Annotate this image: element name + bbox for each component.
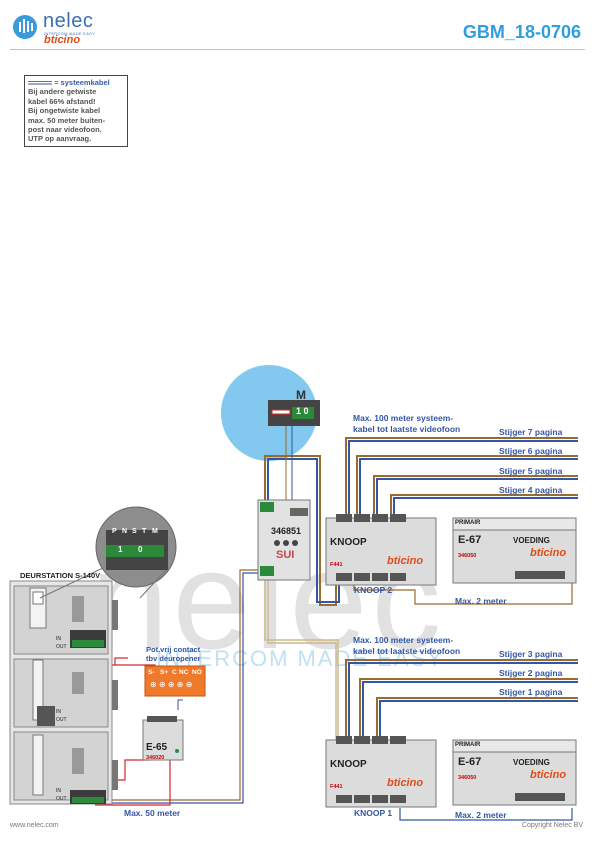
note-line: kabel 66% afstand! — [28, 96, 96, 106]
svg-text:IN: IN — [56, 788, 61, 794]
dip-label: S — [132, 528, 137, 535]
relay-terminal-label: S+ — [160, 669, 169, 676]
document-id: GBM_18-0706 — [462, 22, 581, 42]
dip-label: N — [122, 528, 128, 535]
knoop-1-brand: bticino — [387, 777, 424, 789]
voeding-2-primair: PRIMAIR — [455, 520, 481, 526]
knoop-2-label: KNOOP 2 — [354, 585, 393, 595]
relay-terminal-label: NO — [192, 669, 202, 676]
voeding-2-title: VOEDING — [513, 536, 550, 545]
stijger-1-label: Stijger 1 pagina — [499, 687, 563, 697]
max100-bottom-line2: kabel tot laatste videofoon — [353, 645, 461, 656]
max100-top-label: Max. 100 meter systeem- kabel tot laatst… — [353, 413, 460, 434]
door-station: IN OUT IN OUT IN OUT — [9, 580, 118, 805]
max2-bottom-label: Max. 2 meter — [455, 810, 507, 820]
svg-text:OUT: OUT — [56, 717, 67, 723]
e65-model: E-65 — [146, 742, 168, 753]
voeding-1-code: 346050 — [458, 775, 477, 781]
dip-label: P — [112, 528, 117, 535]
door-station-label: DEURSTATION S-140V — [20, 571, 101, 580]
max100-bottom-line1: Max. 100 meter systeem- — [353, 635, 454, 645]
dip-switch-zoom — [39, 506, 177, 599]
max2-top-label: Max. 2 meter — [455, 596, 507, 606]
relay-screws: ⊕ ⊕ ⊕ ⊕ ⊕ — [150, 680, 193, 689]
max100-top-line1: Max. 100 meter systeem- — [353, 413, 454, 423]
cable-legend-icon — [28, 81, 52, 85]
logo-brand: bticino — [44, 34, 81, 46]
cable-note: = systeemkabel Bij andere getwiste kabel… — [24, 75, 128, 147]
company-logo: nelec INTERCOM MADE EASY bticino — [12, 10, 102, 46]
note-line: post naar videofoon. — [28, 124, 102, 134]
stijger-6-label: Stijger 6 pagina — [499, 446, 563, 456]
voeding-1-title: VOEDING — [513, 758, 550, 767]
relay-contact — [144, 665, 206, 697]
svg-text:IN: IN — [56, 709, 61, 715]
voeding-1-model: E-67 — [458, 756, 482, 768]
relay-note: Pot.vrij contact tbv deuropener — [146, 645, 201, 663]
knoop-1-label: KNOOP 1 — [354, 808, 393, 818]
system-cables — [37, 425, 578, 821]
knoop-2-code: F441 — [330, 562, 343, 568]
footer-copyright: Copyright Nelec BV — [521, 822, 583, 829]
voeding-1-primair: PRIMAIR — [455, 742, 481, 748]
voeding-1-brand: bticino — [530, 769, 567, 781]
stijger-5-label: Stijger 5 pagina — [499, 466, 563, 476]
e65-code: 346020 — [146, 755, 165, 761]
sui-code: 346851 — [271, 526, 302, 536]
knoop-2-brand: bticino — [387, 555, 424, 567]
max50-label: Max. 50 meter — [124, 808, 181, 818]
note-line: Bij ongetwiste kabel — [28, 106, 101, 116]
header-rule — [10, 49, 585, 50]
footer-website: www.nelec.com — [10, 822, 59, 829]
note-line: UTP op aanvraag. — [28, 134, 92, 144]
voeding-2-device — [452, 517, 577, 584]
stijger-4-label: Stijger 4 pagina — [499, 485, 563, 495]
note-legend: = systeemkabel — [28, 78, 124, 87]
switch-m: M — [296, 388, 306, 402]
dip-label: T — [142, 528, 147, 535]
dip-value: 1 — [118, 545, 123, 554]
svg-text:OUT: OUT — [56, 796, 67, 802]
switch-zoom — [268, 400, 320, 426]
relay-note-line2: tbv deuropener — [146, 654, 201, 663]
logo-mark-icon — [13, 15, 37, 39]
stijger-7-label: Stijger 7 pagina — [499, 427, 563, 437]
e65-device — [142, 716, 184, 761]
max100-top-line2: kabel tot laatste videofoon — [353, 423, 461, 434]
knoop-1-device — [325, 736, 437, 808]
svg-text:IN: IN — [56, 636, 61, 642]
stijger-3-label: Stijger 3 pagina — [499, 649, 563, 659]
voeding-2-brand: bticino — [530, 547, 567, 559]
relay-note-line1: Pot.vrij contact — [146, 645, 201, 654]
knoop-2-device — [325, 514, 437, 586]
sui-device — [257, 499, 311, 581]
voeding-1-device — [452, 739, 577, 806]
knoop-1-code: F441 — [330, 784, 343, 790]
logo-name: nelec — [43, 10, 94, 32]
note-line: Bij andere getwiste — [28, 87, 97, 97]
stijger-2-label: Stijger 2 pagina — [499, 668, 563, 678]
knoop-2-title: KNOOP — [330, 537, 367, 548]
dip-label: M — [152, 528, 158, 535]
relay-terminal-label: NC — [179, 669, 189, 676]
voeding-2-code: 346050 — [458, 553, 477, 559]
relay-terminal-label: S- — [148, 669, 155, 676]
svg-text:OUT: OUT — [56, 644, 67, 650]
switch-value: 1 0 — [296, 406, 309, 416]
max100-bottom-label: Max. 100 meter systeem- kabel tot laatst… — [353, 635, 460, 656]
dip-value: 0 — [138, 545, 143, 554]
sui-label: SUI — [276, 549, 295, 561]
note-line: max. 50 meter buiten- — [28, 115, 106, 125]
logo-tagline: INTERCOM MADE EASY — [44, 31, 96, 36]
knoop-1-title: KNOOP — [330, 759, 367, 770]
note-legend-label: = systeemkabel — [54, 78, 110, 87]
relay-terminal-label: C — [172, 669, 177, 676]
voeding-2-model: E-67 — [458, 534, 482, 546]
